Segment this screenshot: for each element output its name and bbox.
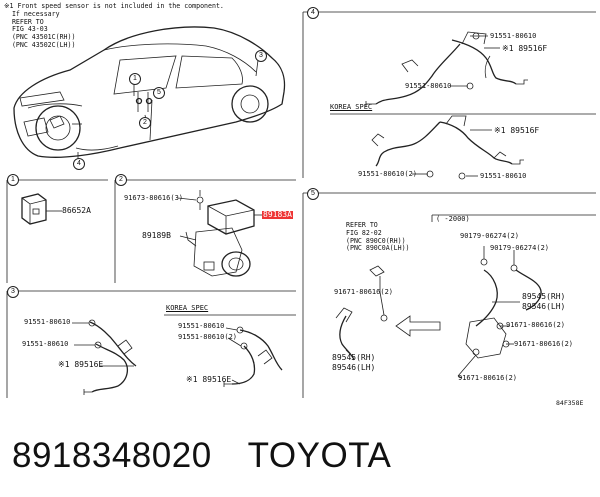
s5-part-89546-lh-b[interactable]: 89546(LH): [332, 363, 376, 372]
s5-part-91671-80616-c[interactable]: 91671-80616(2): [514, 340, 574, 348]
leader-lines: [60, 35, 520, 385]
s5-part-91671-80616-a[interactable]: 91671-80616(2): [334, 288, 394, 296]
callout-5[interactable]: 5: [153, 87, 165, 99]
section-5-marker[interactable]: 5: [307, 188, 319, 200]
s4-part-91551-80610-a[interactable]: 91551-80610: [490, 32, 537, 40]
s2-part-91673-80616[interactable]: 91673-80616(3): [124, 194, 184, 202]
s4-part-91551-80610-c[interactable]: 91551-80610(2): [358, 170, 418, 178]
section4-harness: [365, 31, 528, 107]
s3-part-91551-80610-d[interactable]: 91551-80610(2): [178, 333, 238, 341]
s5-part-91671-80616-b[interactable]: 91671-80616(2): [506, 321, 566, 329]
s5-part-89545-rh-a[interactable]: 89545(RH): [522, 292, 566, 301]
s5-part-89546-lh-a[interactable]: 89546(LH): [522, 302, 566, 311]
car-illustration: [13, 26, 286, 160]
callout-2[interactable]: 2: [139, 117, 151, 129]
s4-part-91551-80610-b[interactable]: 91551-80610: [405, 82, 452, 90]
section-4-marker[interactable]: 4: [307, 7, 319, 19]
s5-period: ( -2000): [436, 215, 470, 223]
top-note: ※1 Front speed sensor is not included in…: [4, 2, 224, 49]
s3-part-89516e-b[interactable]: ※1 89516E: [186, 375, 232, 384]
caption-part-number: 8918348020: [12, 436, 212, 475]
s3-part-91551-80610-a[interactable]: 91551-80610: [24, 318, 71, 326]
s4-korea-spec: KOREA SPEC: [330, 103, 373, 111]
s3-part-89516e-a[interactable]: ※1 89516E: [58, 360, 104, 369]
s5-refer-note: REFER TO FIG 82-02 (PNC 890C0(RH)) (PNC …: [346, 221, 410, 253]
caption-brand: TOYOTA: [247, 436, 392, 475]
section5-parts: [335, 246, 542, 361]
s3-part-91551-80610-c[interactable]: 91551-80610: [178, 322, 225, 330]
s4-part-91551-80610-d[interactable]: 91551-80610: [480, 172, 527, 180]
s5-part-91671-80616-d[interactable]: 91671-80616(2): [458, 374, 518, 382]
section-3-marker[interactable]: 3: [7, 286, 19, 298]
section-borders: [6, 11, 596, 398]
section-2-marker[interactable]: 2: [115, 174, 127, 186]
caption: 8918348020 TOYOTA: [12, 436, 427, 476]
s4-part-89516f-a[interactable]: ※1 89516F: [502, 44, 548, 53]
callout-3[interactable]: 3: [255, 50, 267, 62]
s2-part-89189b[interactable]: 89189B: [142, 231, 171, 240]
s3-korea-spec: KOREA SPEC: [166, 304, 209, 312]
s5-part-89545-rh-b[interactable]: 89545(RH): [332, 353, 376, 362]
section2-part: [179, 196, 262, 277]
s5-part-90179-06274-a[interactable]: 90179-06274(2): [460, 232, 520, 240]
section1-part: [21, 193, 60, 225]
s3-part-91551-80610-b[interactable]: 91551-80610: [22, 340, 69, 348]
s2-part-89183a-highlighted[interactable]: 89183A: [262, 210, 293, 219]
section3-harness: [83, 319, 283, 395]
callout-1[interactable]: 1: [129, 73, 141, 85]
callout-4[interactable]: 4: [73, 158, 85, 170]
section-1-marker[interactable]: 1: [7, 174, 19, 186]
figure-code: 84F358E: [556, 399, 584, 407]
s1-part-86652a[interactable]: 86652A: [62, 206, 91, 215]
section4-korea-harness: [371, 115, 524, 180]
s5-part-90179-06274-b[interactable]: 90179-06274(2): [490, 244, 550, 252]
s4-part-89516f-b[interactable]: ※1 89516F: [494, 126, 540, 135]
